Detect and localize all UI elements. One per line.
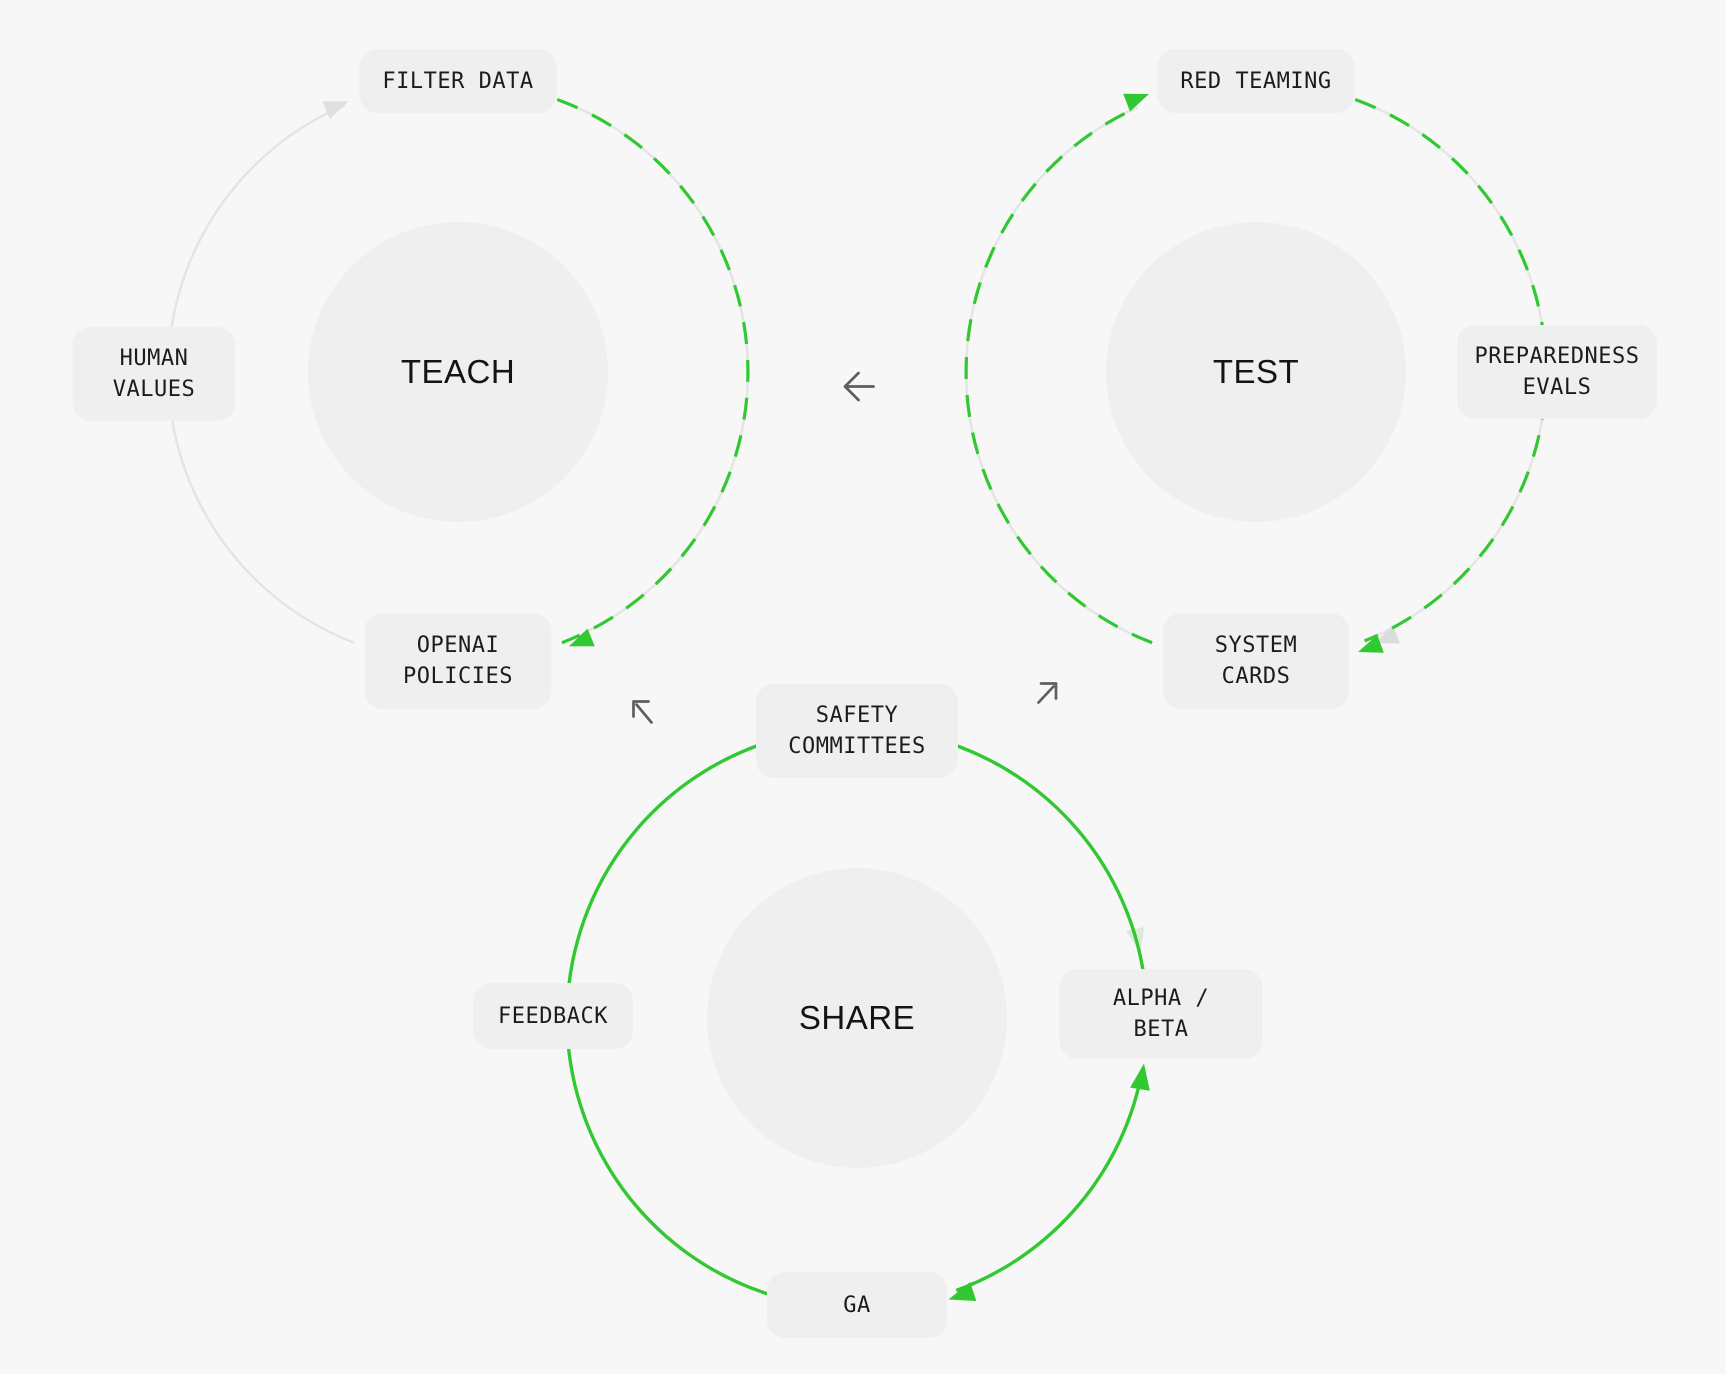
share-title: SHARE — [798, 999, 916, 1036]
test-system-cards-gray-arrowhead — [1374, 625, 1400, 644]
share-label-safety-committees: SAFETY COMMITTEES — [756, 684, 958, 778]
teach-arc-right-green — [556, 97, 750, 645]
share-label-ga: GA — [767, 1272, 947, 1338]
teach-label-openai-policies: OPENAI POLICIES — [364, 613, 552, 709]
share-arc-upper-right-green — [946, 740, 1146, 973]
test-title: TEST — [1212, 353, 1300, 390]
share-circle: SHARE — [707, 868, 1007, 1168]
test-arc-left-green — [964, 105, 1153, 645]
teach-circle: TEACH — [308, 222, 608, 522]
test-label-preparedness-evals: PREPAREDNESS EVALS — [1457, 325, 1657, 419]
teach-openai-policies-green-arrowhead — [568, 628, 595, 647]
share-label-feedback: FEEDBACK — [473, 983, 633, 1049]
test-system-cards-green-arrowhead — [1358, 634, 1384, 653]
share-alpha-beta-bottom-green-arrowhead — [1130, 1063, 1150, 1091]
teach-label-filter-data: FILTER DATA — [359, 49, 557, 113]
teach-label-human-values: HUMAN VALUES — [72, 327, 236, 421]
test-circle: TEST — [1106, 222, 1406, 522]
test-label-red-teaming: RED TEAMING — [1157, 49, 1355, 113]
test-red-teaming-green-arrowhead — [1123, 93, 1149, 112]
share-arc-lower-right-green — [955, 1068, 1145, 1293]
teach-title: TEACH — [400, 353, 516, 390]
share-label-alpha-beta: ALPHA / BETA — [1059, 969, 1263, 1059]
teach-arc-right-track — [556, 98, 750, 644]
share-to-test-northeast-arrow — [1037, 682, 1058, 704]
share-to-teach-northwest-arrow — [632, 700, 653, 724]
share-ga-green-arrowhead — [948, 1281, 977, 1301]
teach-filter-data-gray-arrowhead — [322, 101, 349, 120]
test-arc-left-track — [964, 106, 1153, 644]
test-to-teach-left-arrow — [843, 371, 875, 402]
test-label-system-cards: SYSTEM CARDS — [1163, 613, 1349, 709]
